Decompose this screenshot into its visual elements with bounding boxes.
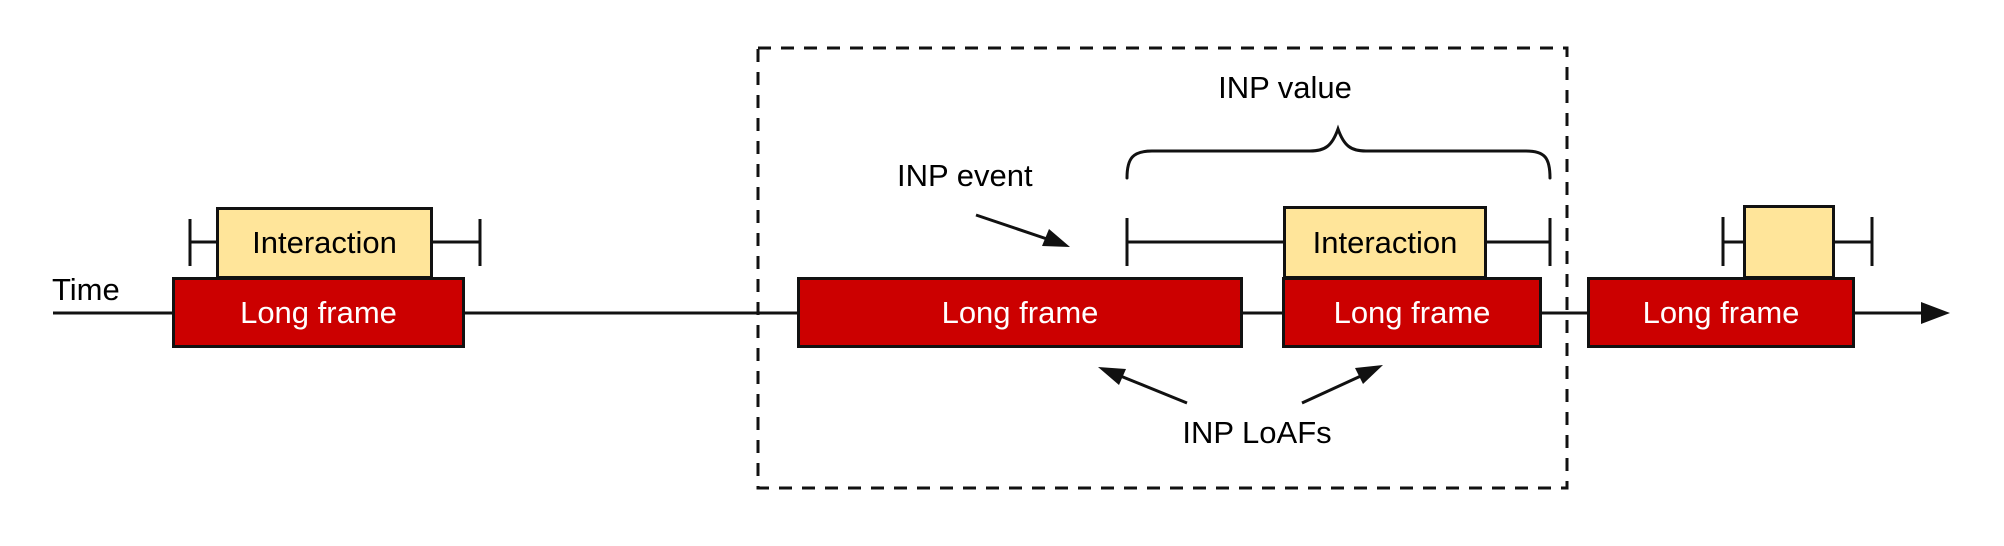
inp-loafs-label: INP LoAFs — [1182, 415, 1332, 450]
inp-loafs-arrow-left — [1117, 373, 1188, 405]
inp-event-label: INP event — [897, 158, 1033, 193]
long-frame-label: Long frame — [1333, 294, 1491, 330]
interaction-box-1: Interaction — [216, 207, 433, 279]
interaction-box-2: Interaction — [1283, 206, 1487, 279]
long-frame-box-2: Long frame — [797, 277, 1243, 348]
time-label: Time — [52, 272, 120, 307]
inp-event-arrow — [975, 213, 1051, 242]
interaction-label: Interaction — [1312, 224, 1458, 260]
long-frame-label: Long frame — [240, 294, 397, 330]
long-frame-box-4: Long frame — [1587, 277, 1855, 348]
long-frame-label: Long frame — [941, 294, 1099, 330]
inp-loafs-arrowhead-left — [1098, 367, 1126, 385]
inp-window-dashed-box — [756, 46, 1569, 490]
long-frame-box-3: Long frame — [1282, 277, 1542, 348]
inp-value-label: INP value — [1218, 70, 1352, 105]
long-frame-label: Long frame — [1642, 294, 1800, 330]
inp-loafs-arrowhead-right — [1355, 365, 1383, 384]
long-frame-box-1: Long frame — [172, 277, 465, 348]
interaction-label: Interaction — [252, 225, 397, 260]
inp-event-arrowhead — [1042, 229, 1070, 247]
interaction-box-3 — [1743, 205, 1835, 279]
inp-loafs-arrow-right — [1301, 373, 1364, 405]
inp-value-brace — [1125, 124, 1552, 180]
timeline-arrowhead — [1921, 302, 1950, 324]
